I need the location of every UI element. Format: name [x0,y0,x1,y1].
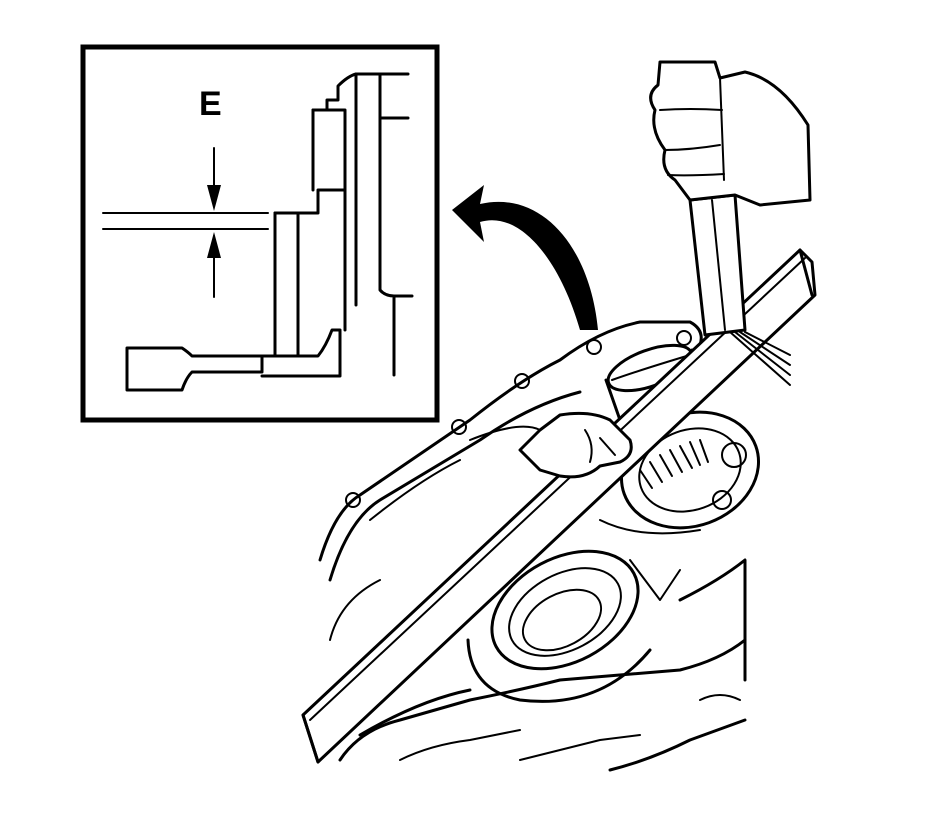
differential-bore [466,549,652,703]
dimension-label-e: E [199,85,222,123]
transmission-case [318,320,747,772]
inset-frame [80,44,440,423]
dimension-arrow-bottom [207,232,221,298]
dimension-arrow-top [207,147,221,211]
detail-inset: E [80,44,440,423]
bearing-cross-section [125,72,414,392]
right-hand [649,60,812,207]
feeler-gauge [688,193,791,386]
left-hand [469,411,633,479]
callout-arrow [452,185,598,330]
